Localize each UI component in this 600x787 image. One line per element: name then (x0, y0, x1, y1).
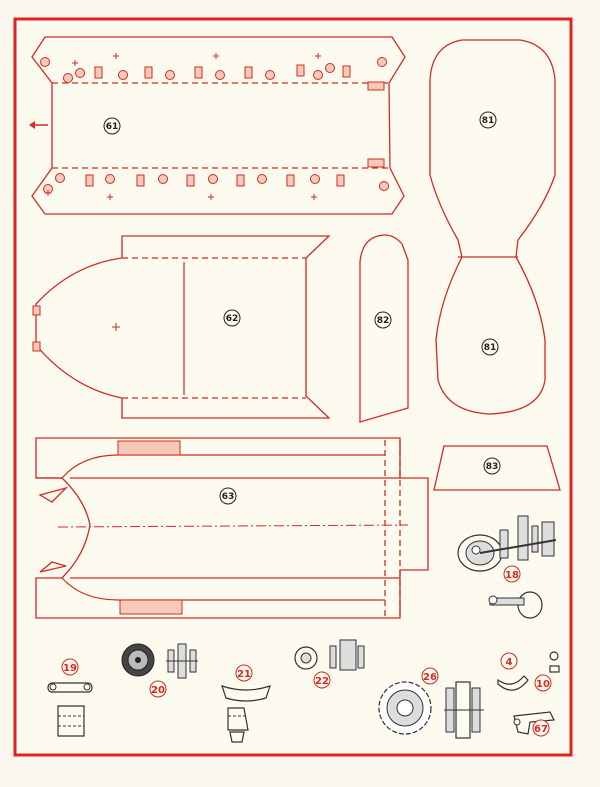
detail-10-label: 10 (536, 679, 550, 690)
detail-21-label: 21 (237, 669, 251, 680)
part-63: 63 (35, 437, 429, 619)
part-83: 83 (433, 445, 561, 491)
detail-19-label: 19 (63, 663, 77, 674)
detail-21: 21 (221, 664, 271, 743)
detail-67: 67 (513, 711, 555, 737)
arrow-left-icon (29, 121, 48, 129)
detail-18-label: 18 (505, 570, 519, 581)
detail-19: 19 (47, 658, 93, 737)
detail-4-label: 4 (506, 657, 513, 668)
part-82: 82 (359, 234, 409, 423)
detail-4: 4 (497, 652, 529, 691)
part-61-holes-bottom (43, 158, 389, 194)
part-62-label: 62 (226, 314, 239, 324)
part-81-label-top: 81 (482, 116, 495, 126)
part-61: 61 (31, 36, 406, 215)
detail-10: 10 (534, 651, 560, 692)
part-81: 81 81 (429, 39, 556, 415)
detail-67-label: 67 (534, 724, 548, 735)
detail-26-label: 26 (423, 672, 437, 683)
detail-22-label: 22 (315, 676, 329, 687)
part-82-label: 82 (377, 316, 390, 326)
part-83-label: 83 (486, 462, 499, 472)
part-81-label-bottom: 81 (484, 343, 497, 353)
part-61-crosses (45, 53, 321, 200)
detail-20-label: 20 (151, 685, 165, 696)
part-61-label: 61 (106, 122, 119, 132)
detail-20: 20 (121, 643, 198, 698)
detail-18-assembly: 18 (457, 515, 557, 619)
part-61-holes-top (40, 57, 387, 91)
part-63-label: 63 (222, 492, 235, 502)
part-62: 62 (32, 235, 331, 419)
detail-26: 26 (378, 667, 484, 739)
detail-22: 22 (294, 639, 365, 689)
